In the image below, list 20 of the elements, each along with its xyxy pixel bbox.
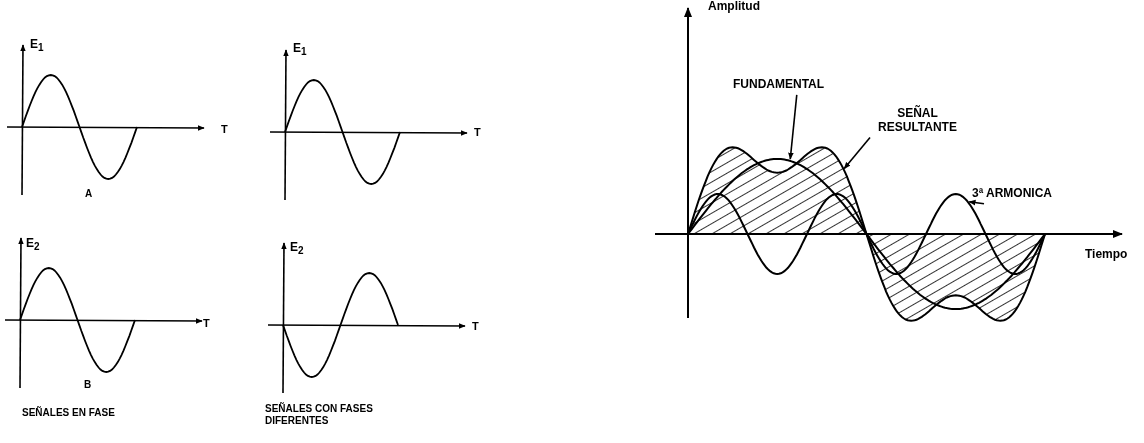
callout-text: FUNDAMENTAL — [733, 78, 825, 92]
axis-label: E$_{2}$ — [290, 241, 304, 257]
axis-label: Amplitud — [708, 0, 760, 14]
axis-label: E$_{1}$ — [293, 42, 307, 58]
leader-line — [843, 136, 871, 170]
plot-letter: B — [84, 379, 92, 391]
axis-label: Tiempo — [1085, 248, 1128, 262]
axis-label: T — [472, 320, 479, 333]
axis-label: T — [474, 126, 481, 139]
axis-label: T — [203, 317, 210, 330]
leader-line — [788, 94, 798, 160]
axis-label: E$_{1}$ — [30, 38, 44, 54]
axis-label: T — [221, 123, 228, 136]
callout-text: SEÑAL RESULTANTE — [870, 107, 965, 135]
plot-letter: A — [85, 188, 93, 200]
caption: SEÑALES CON FASES DIFERENTES — [265, 403, 374, 426]
caption: SEÑALES EN FASE — [22, 407, 115, 419]
axis-label: E$_{2}$ — [26, 237, 40, 253]
callout-text: 3ª ARMONICA — [972, 187, 1052, 201]
leader-line — [968, 199, 985, 206]
